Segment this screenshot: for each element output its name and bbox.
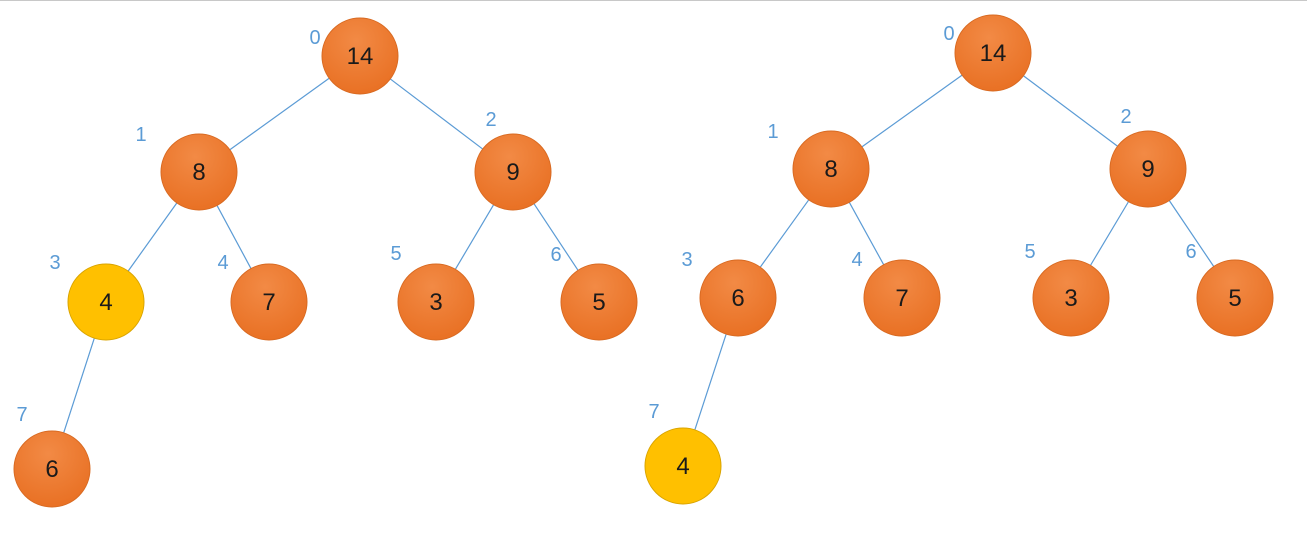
node-circle: [1196, 259, 1274, 337]
tree-before: 14 0 8 1 9 2 4 3 7 4 3 5 5 6 6 7: [13, 17, 638, 508]
tree-edge: [63, 337, 95, 434]
node-value: 8: [192, 159, 205, 186]
node-index-label: 1: [767, 121, 778, 143]
node-index-label: 2: [485, 109, 496, 131]
node-circle: [160, 133, 238, 211]
node-value: 6: [731, 285, 744, 312]
node-index-label: 7: [16, 404, 27, 426]
node-value: 8: [824, 156, 837, 183]
node-circle: [792, 130, 870, 208]
node-circle: [644, 427, 722, 505]
tree-edge: [533, 203, 579, 271]
tree-node: 8: [792, 130, 870, 208]
node-circle: [560, 263, 638, 341]
node-index-label: 5: [1024, 241, 1035, 263]
tree-node: 3: [397, 263, 475, 341]
node-index-label: 1: [135, 124, 146, 146]
node-index-label: 7: [648, 401, 659, 423]
node-value: 9: [506, 159, 519, 186]
top-divider: [0, 0, 1307, 1]
tree-node-highlighted: 4: [67, 263, 145, 341]
tree-edge: [127, 202, 178, 272]
node-value: 4: [99, 289, 112, 316]
tree-edge: [216, 205, 252, 269]
tree-after: 14 0 8 1 9 2 6 3 7 4 3 5 5 6 4 7: [644, 14, 1274, 505]
node-value: 5: [1228, 285, 1241, 312]
tree-edge: [848, 202, 885, 265]
node-circle: [230, 263, 308, 341]
tree-node: 14: [321, 17, 399, 95]
tree-node: 14: [954, 14, 1032, 92]
node-circle: [699, 259, 777, 337]
tree-edge: [229, 77, 330, 151]
tree-node: 6: [699, 259, 777, 337]
node-value: 3: [429, 289, 442, 316]
tree-node: 8: [160, 133, 238, 211]
tree-node: 5: [1196, 259, 1274, 337]
node-circle: [1109, 130, 1187, 208]
tree-edge: [759, 199, 810, 268]
tree-edge: [454, 204, 495, 270]
node-circle: [954, 14, 1032, 92]
node-index-label: 6: [550, 244, 561, 266]
tree-node: 9: [1109, 130, 1187, 208]
tree-edge: [1023, 75, 1118, 147]
tree-node: 6: [13, 430, 91, 508]
node-index-label: 3: [49, 252, 60, 274]
tree-edge: [861, 74, 963, 148]
tree-edge: [1168, 200, 1215, 267]
node-circle: [321, 17, 399, 95]
node-value: 5: [592, 289, 605, 316]
node-value: 9: [1141, 156, 1154, 183]
node-circle: [397, 263, 475, 341]
node-index-label: 6: [1185, 241, 1196, 263]
tree-node: 7: [230, 263, 308, 341]
node-value: 6: [45, 456, 58, 483]
tree-node-highlighted: 4: [644, 427, 722, 505]
node-circle: [863, 259, 941, 337]
tree-node: 7: [863, 259, 941, 337]
node-value: 7: [262, 289, 275, 316]
tree-edge: [1089, 201, 1130, 266]
tree-node: 9: [474, 133, 552, 211]
tree-edge: [389, 78, 484, 150]
node-value: 14: [347, 43, 374, 70]
node-value: 7: [895, 285, 908, 312]
node-index-label: 0: [943, 23, 954, 45]
node-index-label: 4: [217, 252, 228, 274]
node-index-label: 4: [851, 249, 862, 271]
tree-node: 5: [560, 263, 638, 341]
node-circle: [13, 430, 91, 508]
node-index-label: 0: [309, 27, 320, 49]
node-circle: [67, 263, 145, 341]
tree-edge: [694, 333, 727, 431]
tree-node: 3: [1032, 259, 1110, 337]
node-value: 14: [980, 40, 1007, 67]
node-circle: [474, 133, 552, 211]
node-value: 4: [676, 453, 689, 480]
node-index-label: 3: [681, 249, 692, 271]
node-index-label: 5: [390, 243, 401, 265]
node-index-label: 2: [1120, 106, 1131, 128]
node-circle: [1032, 259, 1110, 337]
node-value: 3: [1064, 285, 1077, 312]
